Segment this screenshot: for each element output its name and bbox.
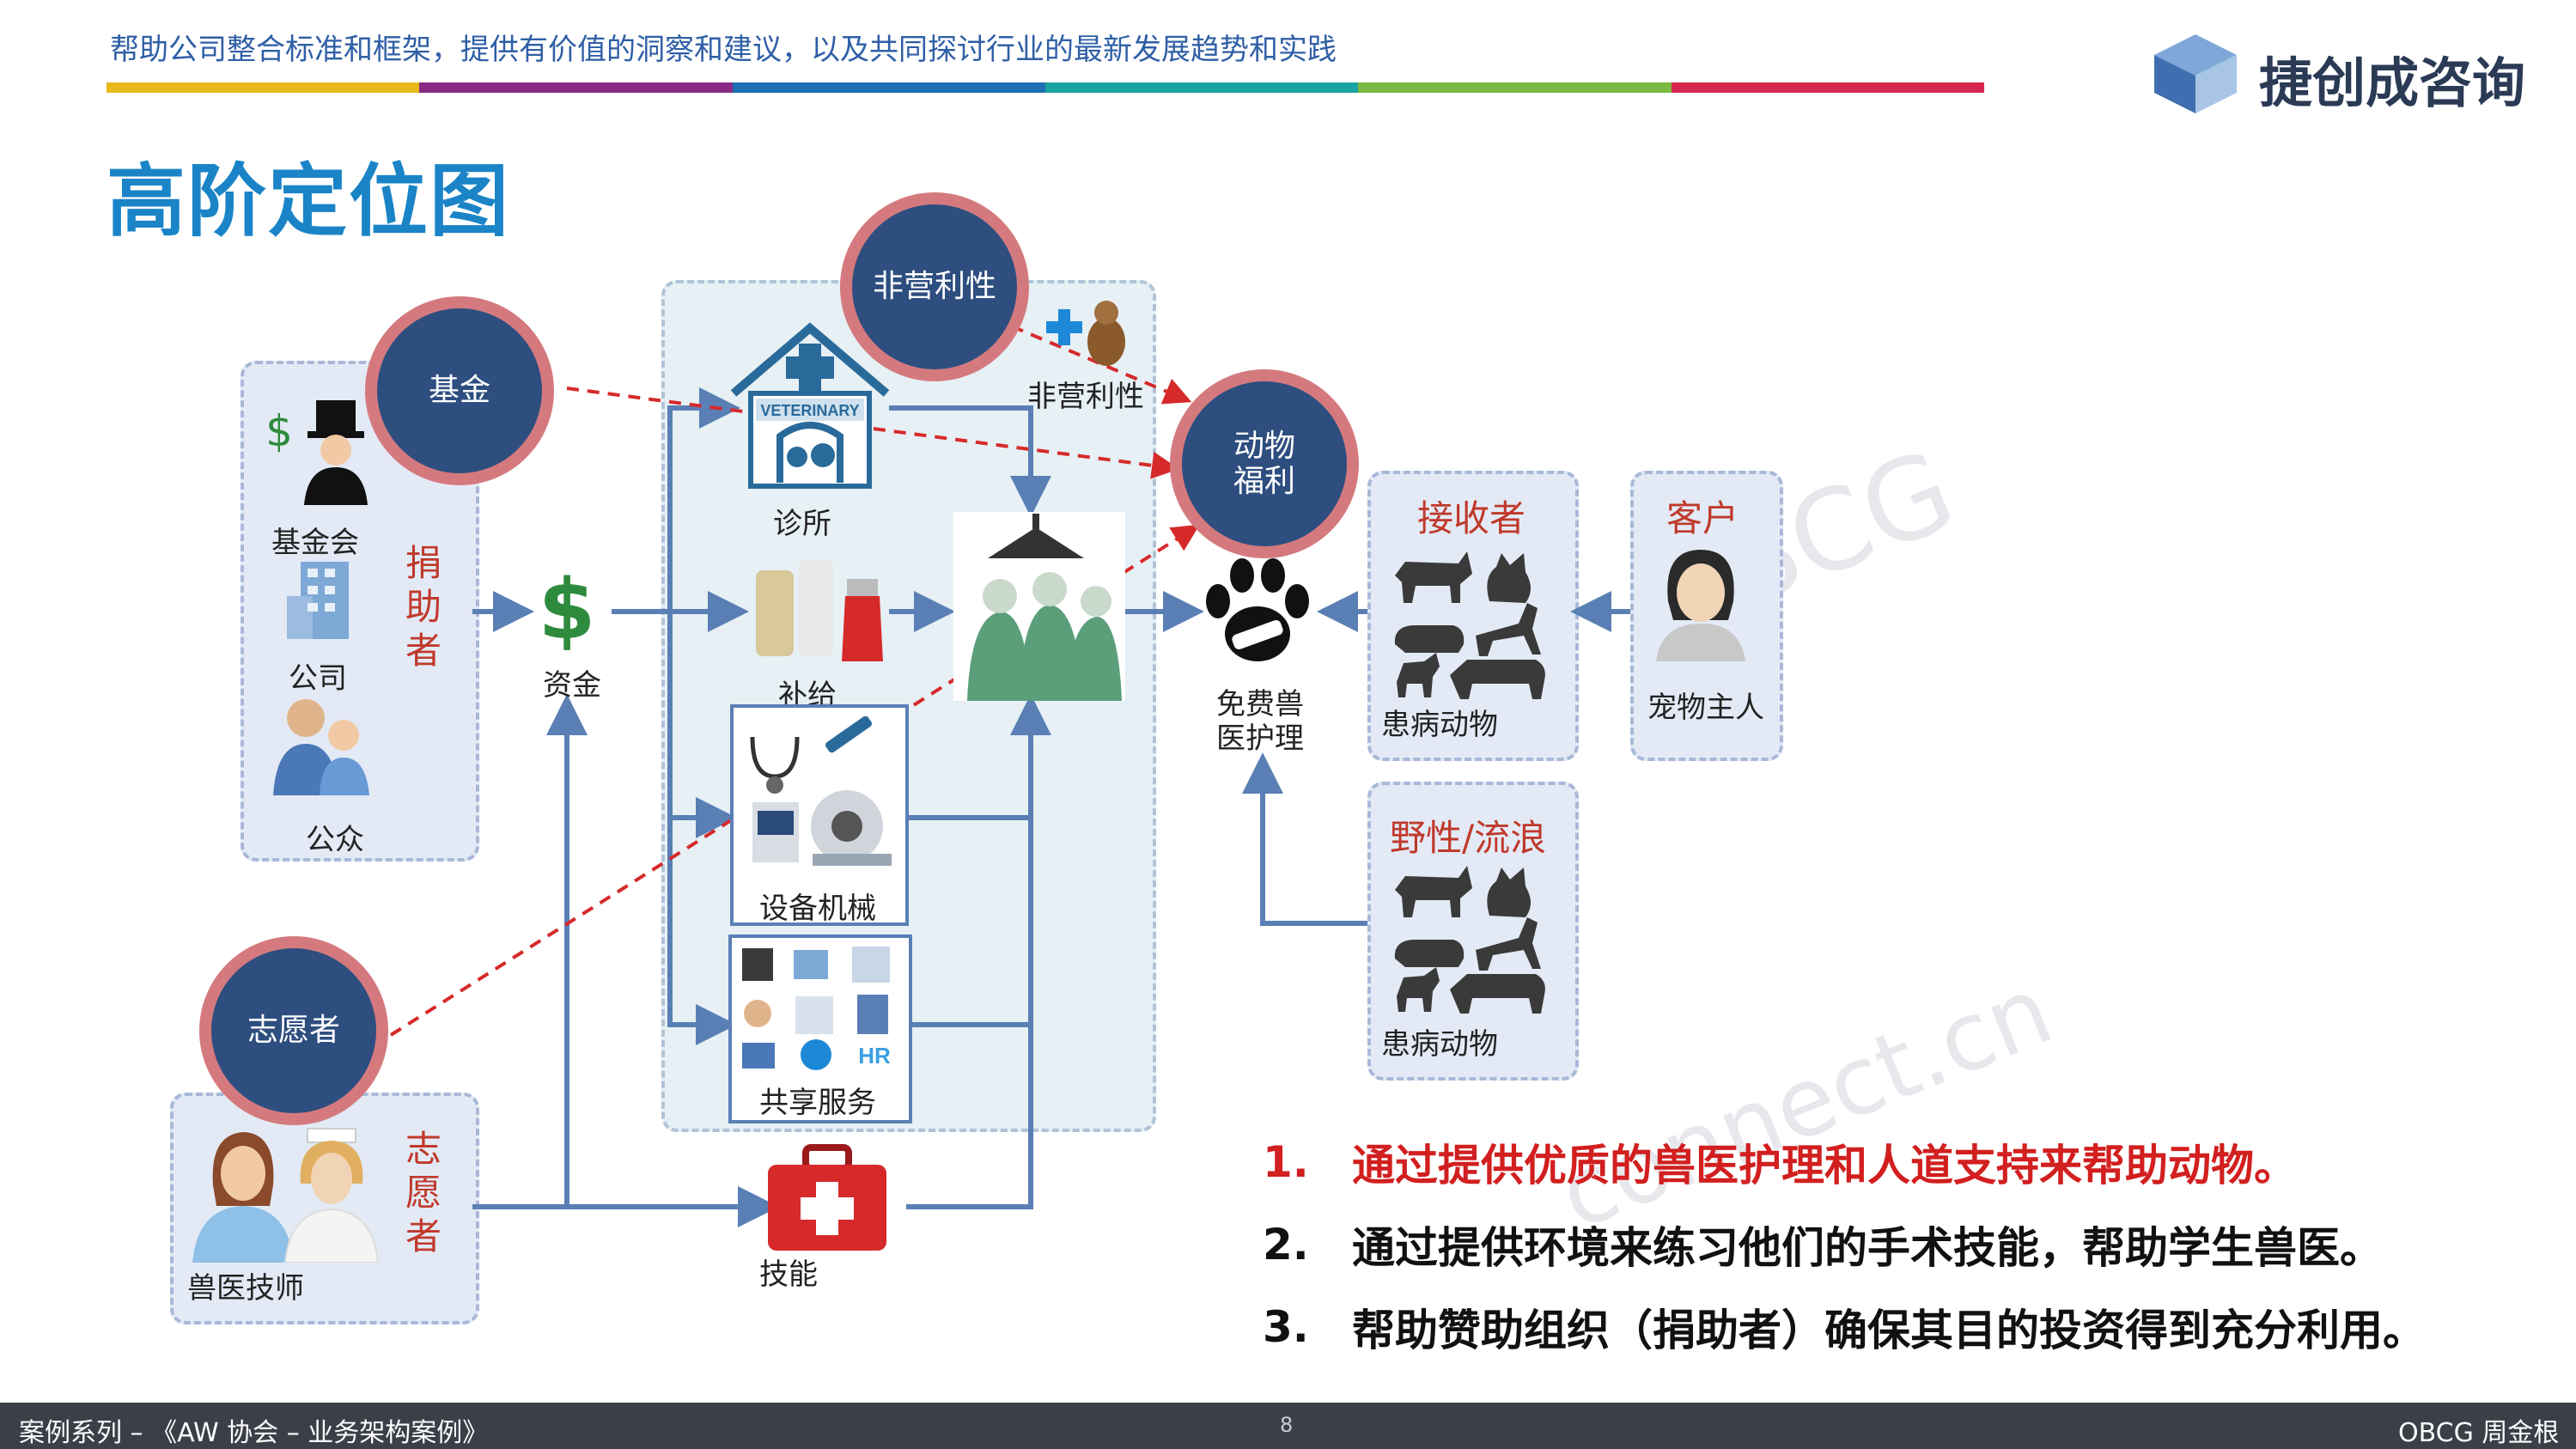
wild-sick-animals-icon (1394, 866, 1545, 1014)
nonprofit-label: 非营利性 (1027, 380, 1144, 414)
footer-series: 案例系列 – 《AW 协会 – 业务架构案例》 (19, 1418, 489, 1448)
customer-title: 客户 (1666, 497, 1739, 539)
color-segment (1044, 82, 1359, 93)
hr-badge: HR (858, 1043, 891, 1068)
svg-text:VETERINARY: VETERINARY (760, 402, 859, 419)
medical-equipment-icon (750, 716, 892, 866)
foundation-label: 基金会 (271, 526, 359, 560)
welfare-line1: 动物 (1233, 428, 1295, 464)
volunteers-title-char: 志 (405, 1128, 442, 1170)
company-building-icon (287, 562, 349, 639)
goal-number: 3. (1263, 1302, 1309, 1352)
footer-author: OBCG 周金根 (2398, 1418, 2560, 1448)
skills-label: 技能 (759, 1257, 818, 1292)
first-aid-kit-icon (768, 1144, 886, 1251)
donor-title: 捐 助 者 (404, 541, 443, 673)
money-plant-icon: $ (538, 562, 596, 658)
dollar-plant-icon: $ (265, 406, 293, 456)
animal-welfare-circle: 动物 福利 (1170, 369, 1359, 558)
goal-item: 2. 通过提供环境来练习他们的手术技能，帮助学生兽医。 (1263, 1203, 2426, 1286)
welfare-line2: 福利 (1233, 464, 1295, 499)
color-segment (419, 82, 733, 93)
goal-text: 帮助赞助组织（捐助者）确保其目的投资得到充分利用。 (1352, 1306, 2426, 1355)
volunteers-title: 志 愿 者 (404, 1127, 443, 1259)
goals-list: 1. 通过提供优质的兽医护理和人道支持来帮助动物。 2. 通过提供环境来练习他们… (1263, 1121, 2426, 1368)
fund-circle: 基金 (365, 296, 554, 485)
equipment-label: 设备机械 (759, 892, 876, 926)
goal-item: 3. 帮助赞助组织（捐助者）确保其目的投资得到充分利用。 (1263, 1286, 2426, 1368)
pet-clinic-icon (1046, 301, 1125, 366)
brand-cube-icon (2154, 34, 2237, 113)
company-label: 公司 (289, 661, 347, 696)
free-care-label-2: 医护理 (1216, 721, 1304, 756)
donor-title-char: 捐 (405, 542, 442, 584)
pet-owner-icon (1656, 550, 1745, 661)
pet-owner-label: 宠物主人 (1647, 691, 1764, 725)
public-label: 公众 (306, 823, 364, 857)
clinic-label: 诊所 (773, 507, 831, 541)
goal-number: 1. (1263, 1137, 1309, 1187)
goal-text: 通过提供优质的兽医护理和人道支持来帮助动物。 (1352, 1141, 2297, 1190)
goal-item: 1. 通过提供优质的兽医护理和人道支持来帮助动物。 (1263, 1121, 2426, 1203)
public-people-icon (273, 699, 369, 795)
page-title: 高阶定位图 (107, 155, 511, 247)
color-segment (1671, 82, 1984, 93)
wild-sick-label: 患病动物 (1381, 1027, 1498, 1062)
supplies-icon (756, 560, 883, 661)
free-care-label-1: 免费兽 (1216, 687, 1304, 721)
brand-name: 捷创成咨询 (2259, 52, 2526, 114)
shared-services-label: 共享服务 (759, 1086, 876, 1120)
volunteers-title-char: 愿 (405, 1172, 442, 1215)
color-segment (732, 82, 1045, 93)
donor-title-char: 助 (405, 586, 442, 629)
tophat-person-icon (304, 400, 368, 505)
color-segment (1358, 82, 1672, 93)
color-segment (107, 82, 420, 93)
page-number: 8 (1280, 1413, 1294, 1437)
paw-bandage-icon (1206, 558, 1309, 661)
wild-title: 野性/流浪 (1390, 817, 1547, 859)
header-color-bar (107, 82, 1984, 93)
recipients-title: 接收者 (1417, 497, 1526, 539)
funds-label: 资金 (543, 668, 601, 703)
header-tagline: 帮助公司整合标准和框架，提供有价值的洞察和建议，以及共同探讨行业的最新发展趋势和… (110, 33, 1337, 67)
donor-title-char: 者 (405, 630, 442, 673)
recipients-sick-label: 患病动物 (1381, 708, 1498, 742)
volunteer-circle: 志愿者 (199, 936, 388, 1125)
shared-services-icon: HR (742, 947, 891, 1070)
footer-bar: 案例系列 – 《AW 协会 – 业务架构案例》 8 OBCG 周金根 (0, 1403, 2576, 1449)
volunteers-title-char: 者 (405, 1215, 442, 1258)
surgery-team-icon (953, 512, 1125, 701)
wild-panel (1367, 782, 1579, 1081)
goal-number: 2. (1263, 1220, 1309, 1269)
vet-tech-label: 兽医技师 (187, 1271, 304, 1306)
vet-technicians-icon (192, 1128, 380, 1263)
goal-text: 通过提供环境来练习他们的手术技能，帮助学生兽医。 (1352, 1223, 2383, 1273)
sick-animals-icon (1394, 551, 1545, 699)
veterinary-clinic-icon: VETERINARY (730, 322, 890, 489)
